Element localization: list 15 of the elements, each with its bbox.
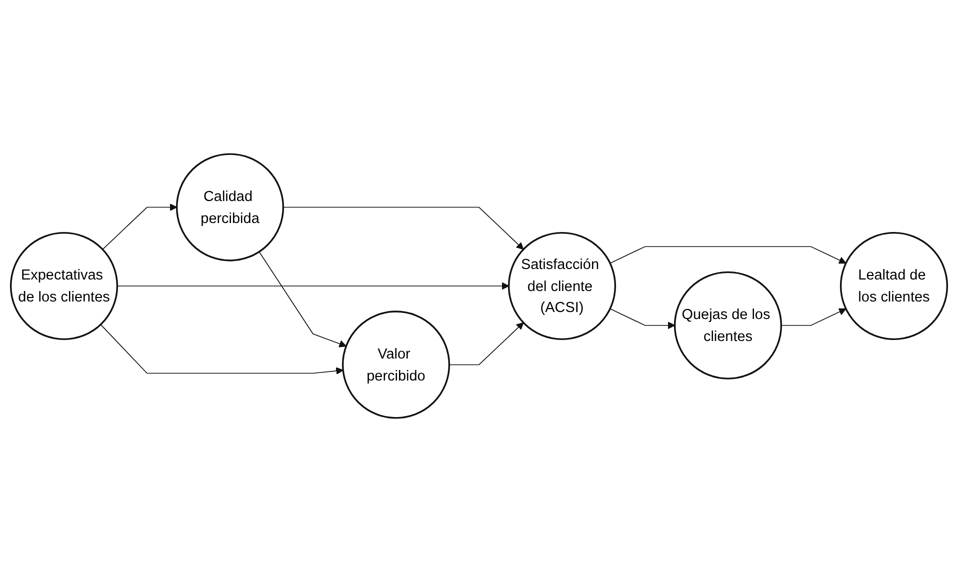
node-circle: Satisfacción del cliente (ACSI)	[508, 232, 616, 340]
arrow	[100, 324, 344, 375]
node-circle: Lealtad de los clientes	[840, 232, 948, 340]
node-circle: Valor percibido	[342, 310, 450, 419]
arrow	[610, 246, 846, 264]
arrow	[258, 251, 346, 348]
arrow	[116, 282, 510, 290]
node-circle: Quejas de los clientes	[674, 271, 782, 380]
arrow	[282, 206, 524, 250]
node-circle: Calidad percibida	[176, 153, 284, 262]
arrow	[780, 308, 846, 326]
arrow	[610, 308, 676, 330]
node-circle: Expectativas de los clientes	[10, 232, 118, 340]
arrow	[102, 204, 178, 250]
arrow	[448, 322, 524, 366]
